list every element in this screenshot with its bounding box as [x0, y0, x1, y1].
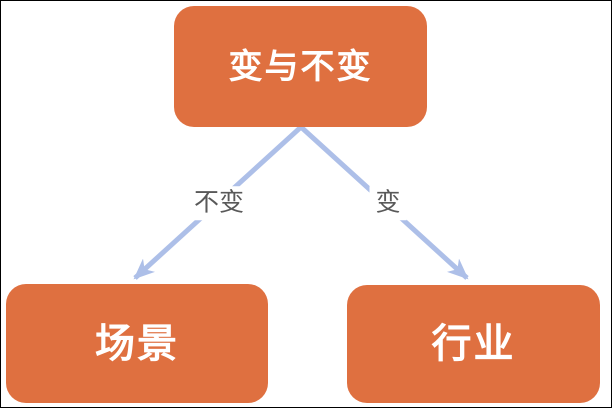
edge-label-changed: 变 [369, 186, 407, 220]
edge-label-unchanged: 不变 [187, 186, 251, 220]
node-industry-label: 行业 [431, 322, 516, 366]
node-industry: 行业 [347, 285, 600, 403]
node-root: 变与不变 [174, 6, 427, 127]
node-root-label: 变与不变 [228, 47, 373, 86]
node-scene-label: 场景 [95, 321, 179, 366]
node-scene: 场景 [6, 284, 268, 403]
